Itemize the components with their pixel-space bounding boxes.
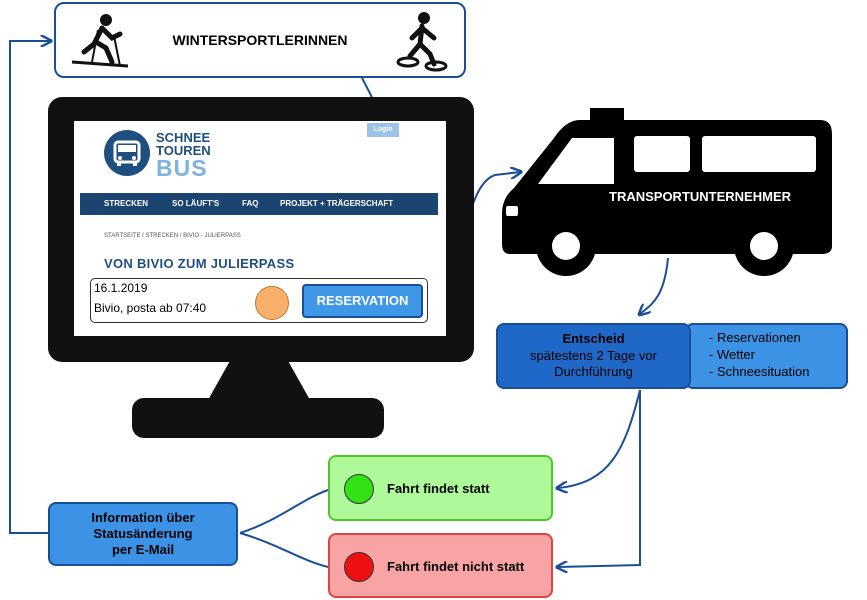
arrow-bus-to-decision — [640, 257, 669, 314]
decision-deadline-line2: Durchführung — [554, 364, 633, 379]
logo-text-touren: TOUREN — [156, 143, 211, 158]
info-line-3: per E-Mail — [111, 542, 175, 557]
reservation-button[interactable]: RESERVATION — [302, 284, 423, 318]
arrow-decision-to-nogo — [558, 390, 641, 567]
bus-icon — [502, 108, 832, 276]
criterion-schneesituation: - Schneesituation — [709, 364, 810, 379]
info-line-1: Information über — [91, 510, 195, 525]
trip-date: 16.1.2019 — [94, 281, 148, 295]
nav-so-laeufts[interactable]: SO LÄUFT'S — [172, 199, 220, 208]
trip-cancelled-box: Fahrt findet nicht statt — [328, 533, 553, 598]
red-light-icon — [344, 552, 374, 582]
site-navbar: STRECKEN SO LÄUFT'S FAQ PROJEKT + TRÄGER… — [80, 193, 438, 215]
monitor-stand — [132, 398, 384, 438]
line-go-to-info — [239, 489, 329, 534]
login-button[interactable]: Login — [367, 123, 399, 137]
arrow-decision-to-go — [558, 389, 641, 488]
trip-entry: 16.1.2019 Bivio, posta ab 07:40 RESERVAT… — [90, 278, 428, 323]
bus-logo-icon — [104, 130, 150, 176]
info-line-2: Statusänderung — [93, 526, 193, 541]
page-title: VON BIVIO ZUM JULIERPASS — [104, 256, 295, 271]
decision-title: Entscheid — [562, 331, 625, 346]
criterion-wetter: - Wetter — [709, 347, 755, 362]
status-dot-icon — [255, 286, 289, 320]
trip-departure: Bivio, posta ab 07:40 — [94, 301, 207, 315]
nav-strecken[interactable]: STRECKEN — [104, 199, 149, 208]
logo-text-schnee: SCHNEE — [156, 130, 211, 145]
sportler-title: WINTERSPORTLERINNEN — [172, 32, 348, 48]
trip-confirmed-label: Fahrt findet statt — [387, 481, 490, 496]
snowshoe-hiker-icon — [396, 12, 448, 72]
trip-cancelled-label: Fahrt findet nicht statt — [387, 559, 525, 574]
website-screen: SCHNEE TOUREN BUS Login STRECKEN SO LÄUF… — [74, 121, 446, 336]
cross-country-skier-icon — [71, 14, 129, 68]
arrow-info-to-sport — [9, 41, 50, 534]
decision-criteria-box: - Reservationen - Wetter - Schneesituati… — [685, 323, 848, 389]
email-info-box: Information über Statusänderung per E-Ma… — [48, 502, 238, 566]
logo-text-bus: BUS — [156, 155, 208, 181]
decision-deadline-line1: spätestens 2 Tage vor — [530, 348, 657, 363]
criterion-reservationen: - Reservationen — [709, 330, 801, 345]
breadcrumb[interactable]: STARTSEITE / STRECKEN / BIVIO - JULIERPA… — [104, 233, 241, 239]
green-light-icon — [344, 474, 374, 504]
nav-projekt[interactable]: PROJEKT + TRÄGERSCHAFT — [280, 199, 394, 208]
nav-faq[interactable]: FAQ — [242, 199, 259, 208]
transportunternehmer-label: TRANSPORTUNTERNEHMER — [609, 189, 791, 204]
line-nogo-to-info — [239, 532, 329, 568]
wintersportlerinnen-box: WINTERSPORTLERINNEN — [54, 2, 466, 78]
trip-confirmed-box: Fahrt findet statt — [328, 455, 553, 521]
decision-box: Entscheid spätestens 2 Tage vor Durchfüh… — [496, 323, 691, 389]
